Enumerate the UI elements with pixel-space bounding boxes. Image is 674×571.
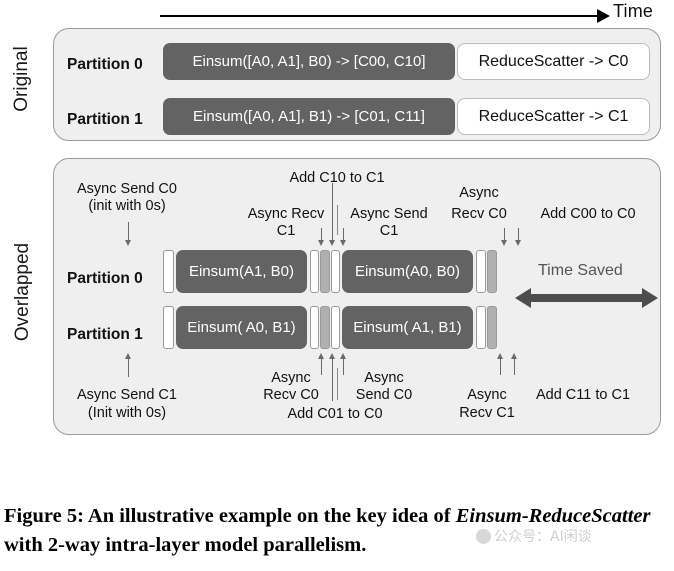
caption-suffix: with 2-way intra-layer model parallelism… xyxy=(4,534,367,556)
caption-prefix: Figure 5: An illustrative example on the… xyxy=(4,505,456,527)
arrow-down-async-recv-c1 xyxy=(318,228,325,246)
block-overlapped-p1-seg7-white xyxy=(476,306,486,349)
arrow-down-async-recv-c0 xyxy=(501,228,508,246)
partition-label-overlapped-p1: Partition 1 xyxy=(67,326,143,343)
section-label-overlapped: Overlapped xyxy=(12,242,33,342)
arrow-down-add-c00-to-c0 xyxy=(515,228,522,246)
anno-divider-bottom xyxy=(337,368,339,400)
arrow-up-async-send-c0 xyxy=(340,353,347,375)
block-overlapped-p1-seg5-white xyxy=(331,306,340,349)
block-overlapped-p0-einsum-a0b0: Einsum(A0, B0) xyxy=(342,250,473,293)
partition-label-overlapped-p0: Partition 0 xyxy=(67,270,143,287)
block-overlapped-p1-einsum-a0b1: Einsum( A0, B1) xyxy=(176,306,307,349)
time-saved-arrowhead-left-icon xyxy=(515,288,531,308)
block-overlapped-p1-einsum-a1b1: Einsum( A1, B1) xyxy=(342,306,473,349)
partition-label-original-p1: Partition 1 xyxy=(67,111,143,128)
arrow-up-async-recv-c1 xyxy=(497,353,504,375)
anno-bottom-async-send-c0-line1: Async xyxy=(364,370,404,386)
block-overlapped-p0-seg8-gray xyxy=(487,250,497,293)
anno-top-async-send-c0-line1: Async Send C0 xyxy=(77,181,177,197)
anno-top-async-recv-c1-line2: C1 xyxy=(276,223,296,239)
block-overlapped-p1-seg1-white xyxy=(163,306,174,349)
block-overlapped-p0-seg3-white xyxy=(310,250,319,293)
time-axis-arrowhead-icon xyxy=(597,9,610,23)
anno-top-async-send-c1-line1: Async Send xyxy=(350,206,428,222)
anno-top-async-recv-c0-line1: Async xyxy=(459,185,499,201)
section-label-original: Original xyxy=(11,46,32,112)
block-overlapped-p0-seg5-white xyxy=(331,250,340,293)
anno-bottom-async-send-c0-line2: Send C0 xyxy=(355,387,413,403)
anno-bottom-async-recv-c1-line2: Recv C1 xyxy=(459,405,515,421)
anno-top-async-recv-c1-line1: Async Recv xyxy=(247,206,325,222)
arrow-up-add-c11-to-c1 xyxy=(511,353,518,375)
block-overlapped-p1-seg4-gray xyxy=(320,306,330,349)
block-overlapped-p0-einsum-a1b0: Einsum(A1, B0) xyxy=(176,250,307,293)
block-overlapped-p1-seg3-white xyxy=(310,306,319,349)
anno-bottom-async-recv-c0-line1: Async xyxy=(271,370,311,386)
block-overlapped-p0-seg7-white xyxy=(476,250,486,293)
anno-bottom-async-send-c1-line1: Async Send C1 xyxy=(77,387,177,403)
arrow-up-async-send-c1 xyxy=(125,353,132,377)
block-original-p0-reducescatter: ReduceScatter -> C0 xyxy=(457,43,650,80)
anno-divider-top xyxy=(337,205,339,235)
caption-emphasis: Einsum-ReduceScatter xyxy=(455,505,651,527)
anno-top-async-send-c1-line2: C1 xyxy=(379,223,399,239)
arrow-down-async-send-c1 xyxy=(340,228,347,246)
block-original-p0-einsum: Einsum([A0, A1], B0) -> [C00, C10] xyxy=(163,43,455,80)
arrow-down-async-send-c0 xyxy=(125,222,132,246)
anno-top-add-c00-to-c0: Add C00 to C0 xyxy=(540,206,636,222)
figure-caption: Figure 5: An illustrative example on the… xyxy=(4,502,670,560)
time-axis-line xyxy=(160,15,600,17)
anno-bottom-add-c01-to-c0: Add C01 to C0 xyxy=(287,406,383,422)
anno-top-async-recv-c0-line2: Recv C0 xyxy=(451,206,507,222)
anno-bottom-async-recv-c0-line2: Recv C0 xyxy=(263,387,319,403)
block-overlapped-p1-seg8-gray xyxy=(487,306,497,349)
time-saved-arrowhead-right-icon xyxy=(642,288,658,308)
watermark-text: 公众号：AI闲谈 xyxy=(494,529,592,545)
block-overlapped-p0-seg4-gray xyxy=(320,250,330,293)
arrow-down-add-c10-to-c1 xyxy=(329,183,336,246)
anno-bottom-async-recv-c1-line1: Async xyxy=(467,387,507,403)
time-axis-arrow xyxy=(160,6,610,26)
time-saved-arrow-shaft xyxy=(529,294,644,302)
anno-bottom-async-send-c1-line2: (Init with 0s) xyxy=(87,405,167,421)
time-saved-label: Time Saved xyxy=(538,262,623,279)
block-overlapped-p0-seg1-white xyxy=(163,250,174,293)
arrow-up-add-c01-to-c0 xyxy=(329,353,336,401)
block-original-p1-einsum: Einsum([A0, A1], B1) -> [C01, C11] xyxy=(163,98,455,135)
block-original-p1-reducescatter: ReduceScatter -> C1 xyxy=(457,98,650,135)
partition-label-original-p0: Partition 0 xyxy=(67,56,143,73)
watermark: 公众号：AI闲谈 xyxy=(476,526,592,546)
anno-bottom-add-c11-to-c1: Add C11 to C1 xyxy=(535,387,631,403)
anno-top-add-c10-to-c1: Add C10 to C1 xyxy=(289,170,385,186)
time-saved-double-arrow-icon xyxy=(515,288,658,308)
time-axis-label: Time xyxy=(613,1,654,21)
arrow-up-async-recv-c0 xyxy=(318,353,325,375)
watermark-logo-icon xyxy=(476,529,491,544)
anno-top-async-send-c0-line2: (init with 0s) xyxy=(88,198,166,214)
